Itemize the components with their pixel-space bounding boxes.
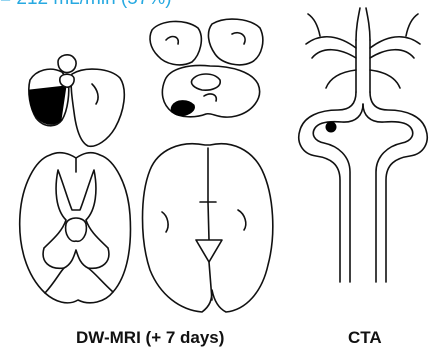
left-posterior-cerebral-lower	[312, 50, 356, 58]
top-right-branch	[366, 8, 370, 40]
left-cerebellar-branch	[326, 70, 356, 88]
right-posterior-cerebral-lower	[370, 50, 414, 58]
slice-supraventricular-level	[143, 144, 273, 312]
infarct-left-temporal	[30, 86, 66, 124]
cta-vessel-diagram	[299, 8, 427, 282]
top-left-branch	[356, 8, 360, 40]
right-temporal-lobe	[71, 69, 124, 146]
brainstem-lower	[60, 74, 74, 87]
left-small-branch	[308, 14, 320, 36]
left-vertebral-outer	[299, 92, 356, 282]
slice-brainstem-level	[29, 55, 124, 147]
right-posterior-cerebral-upper	[370, 37, 420, 48]
dwmri-label: DW-MRI (+ 7 days)	[76, 328, 224, 348]
right-vertebral-outer	[370, 92, 427, 282]
left-posterior-cerebral-upper	[306, 37, 356, 48]
left-upper-lobe	[150, 21, 201, 64]
slice-cerebellum-level	[150, 19, 263, 117]
fourth-ventricle	[191, 74, 220, 90]
interhemispheric-fissure-mid	[208, 202, 209, 240]
vessel-occlusion-dot	[326, 122, 336, 132]
brainstem-upper	[58, 55, 76, 73]
right-upper-lobe	[208, 19, 262, 65]
right-cerebellar-branch	[370, 70, 400, 88]
cta-label: CTA	[348, 328, 382, 348]
left-vertebral-inner	[313, 104, 363, 282]
slice-ventricle-level	[20, 153, 131, 303]
thalamus	[66, 218, 87, 241]
right-small-branch	[406, 14, 418, 36]
right-vertebral-inner	[363, 104, 413, 282]
